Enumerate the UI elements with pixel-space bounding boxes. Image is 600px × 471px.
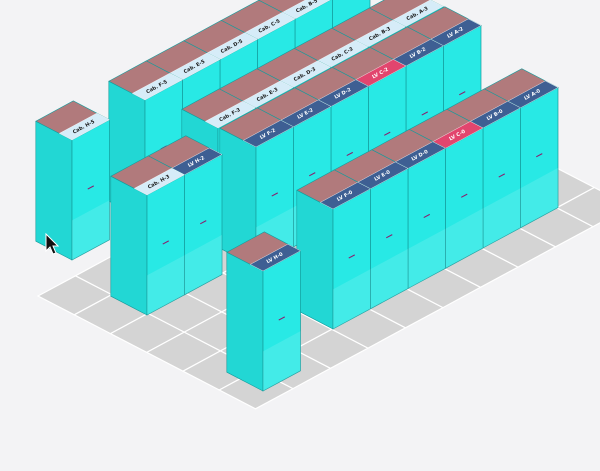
cabinet-glass [72,200,110,260]
cabinet[interactable]: LV H-0 [226,231,302,392]
rack-row-row-1: LV A-0LV B-0LV C-0LV D-0LV E-0LV F-0 [296,68,559,330]
cabinet-glass [483,188,521,248]
status-led [87,185,95,190]
cabinet[interactable]: Cab. H-3 [110,155,186,316]
cabinet-label-plate [319,181,371,210]
cabinet[interactable]: Cab. H-5 [35,100,111,261]
floor-tile [555,186,600,228]
status-led [162,240,170,245]
cabinet-glass [445,208,483,269]
cabinet-label-plate [249,243,301,272]
status-led [535,153,543,158]
status-led [383,131,391,136]
status-led [385,234,393,239]
cabinet-glass [147,255,185,315]
mouse-pointer-icon [45,233,59,255]
cabinet-label-plate [204,100,256,129]
cabinet-glass [520,167,558,228]
rack-row-h0: LV H-0 [226,231,302,392]
cabinet-glass [263,331,301,391]
status-led [421,111,429,116]
cabinet[interactable]: LV B-0 [446,88,522,249]
cabinet[interactable]: LV H-2 [147,135,223,296]
cabinet-label-plate [131,72,183,101]
cabinet-label-plate [133,167,185,196]
cabinet-glass [333,269,371,329]
cabinet-side [296,189,334,330]
cabinet-glass [184,234,222,295]
status-led [348,254,356,259]
status-led [199,220,207,225]
cabinet-glass [370,248,408,309]
cabinet-glass [408,228,446,289]
cabinet[interactable]: LV E-0 [333,149,409,310]
status-led [308,172,316,177]
rack-row-h5: Cab. H-5 [35,100,111,261]
status-led [458,91,466,96]
cabinet[interactable]: LV F-0 [296,169,372,330]
cabinet-side [110,175,148,316]
cabinet-side [226,251,264,392]
cabinet-label-plate [58,112,110,141]
status-led [460,193,468,198]
status-led [423,213,431,219]
cabinet[interactable]: LV A-0 [483,68,559,229]
cabinet-label-plate [242,119,294,148]
status-led [346,151,354,157]
status-led [498,173,506,178]
status-led [271,192,279,197]
status-led [278,316,286,321]
